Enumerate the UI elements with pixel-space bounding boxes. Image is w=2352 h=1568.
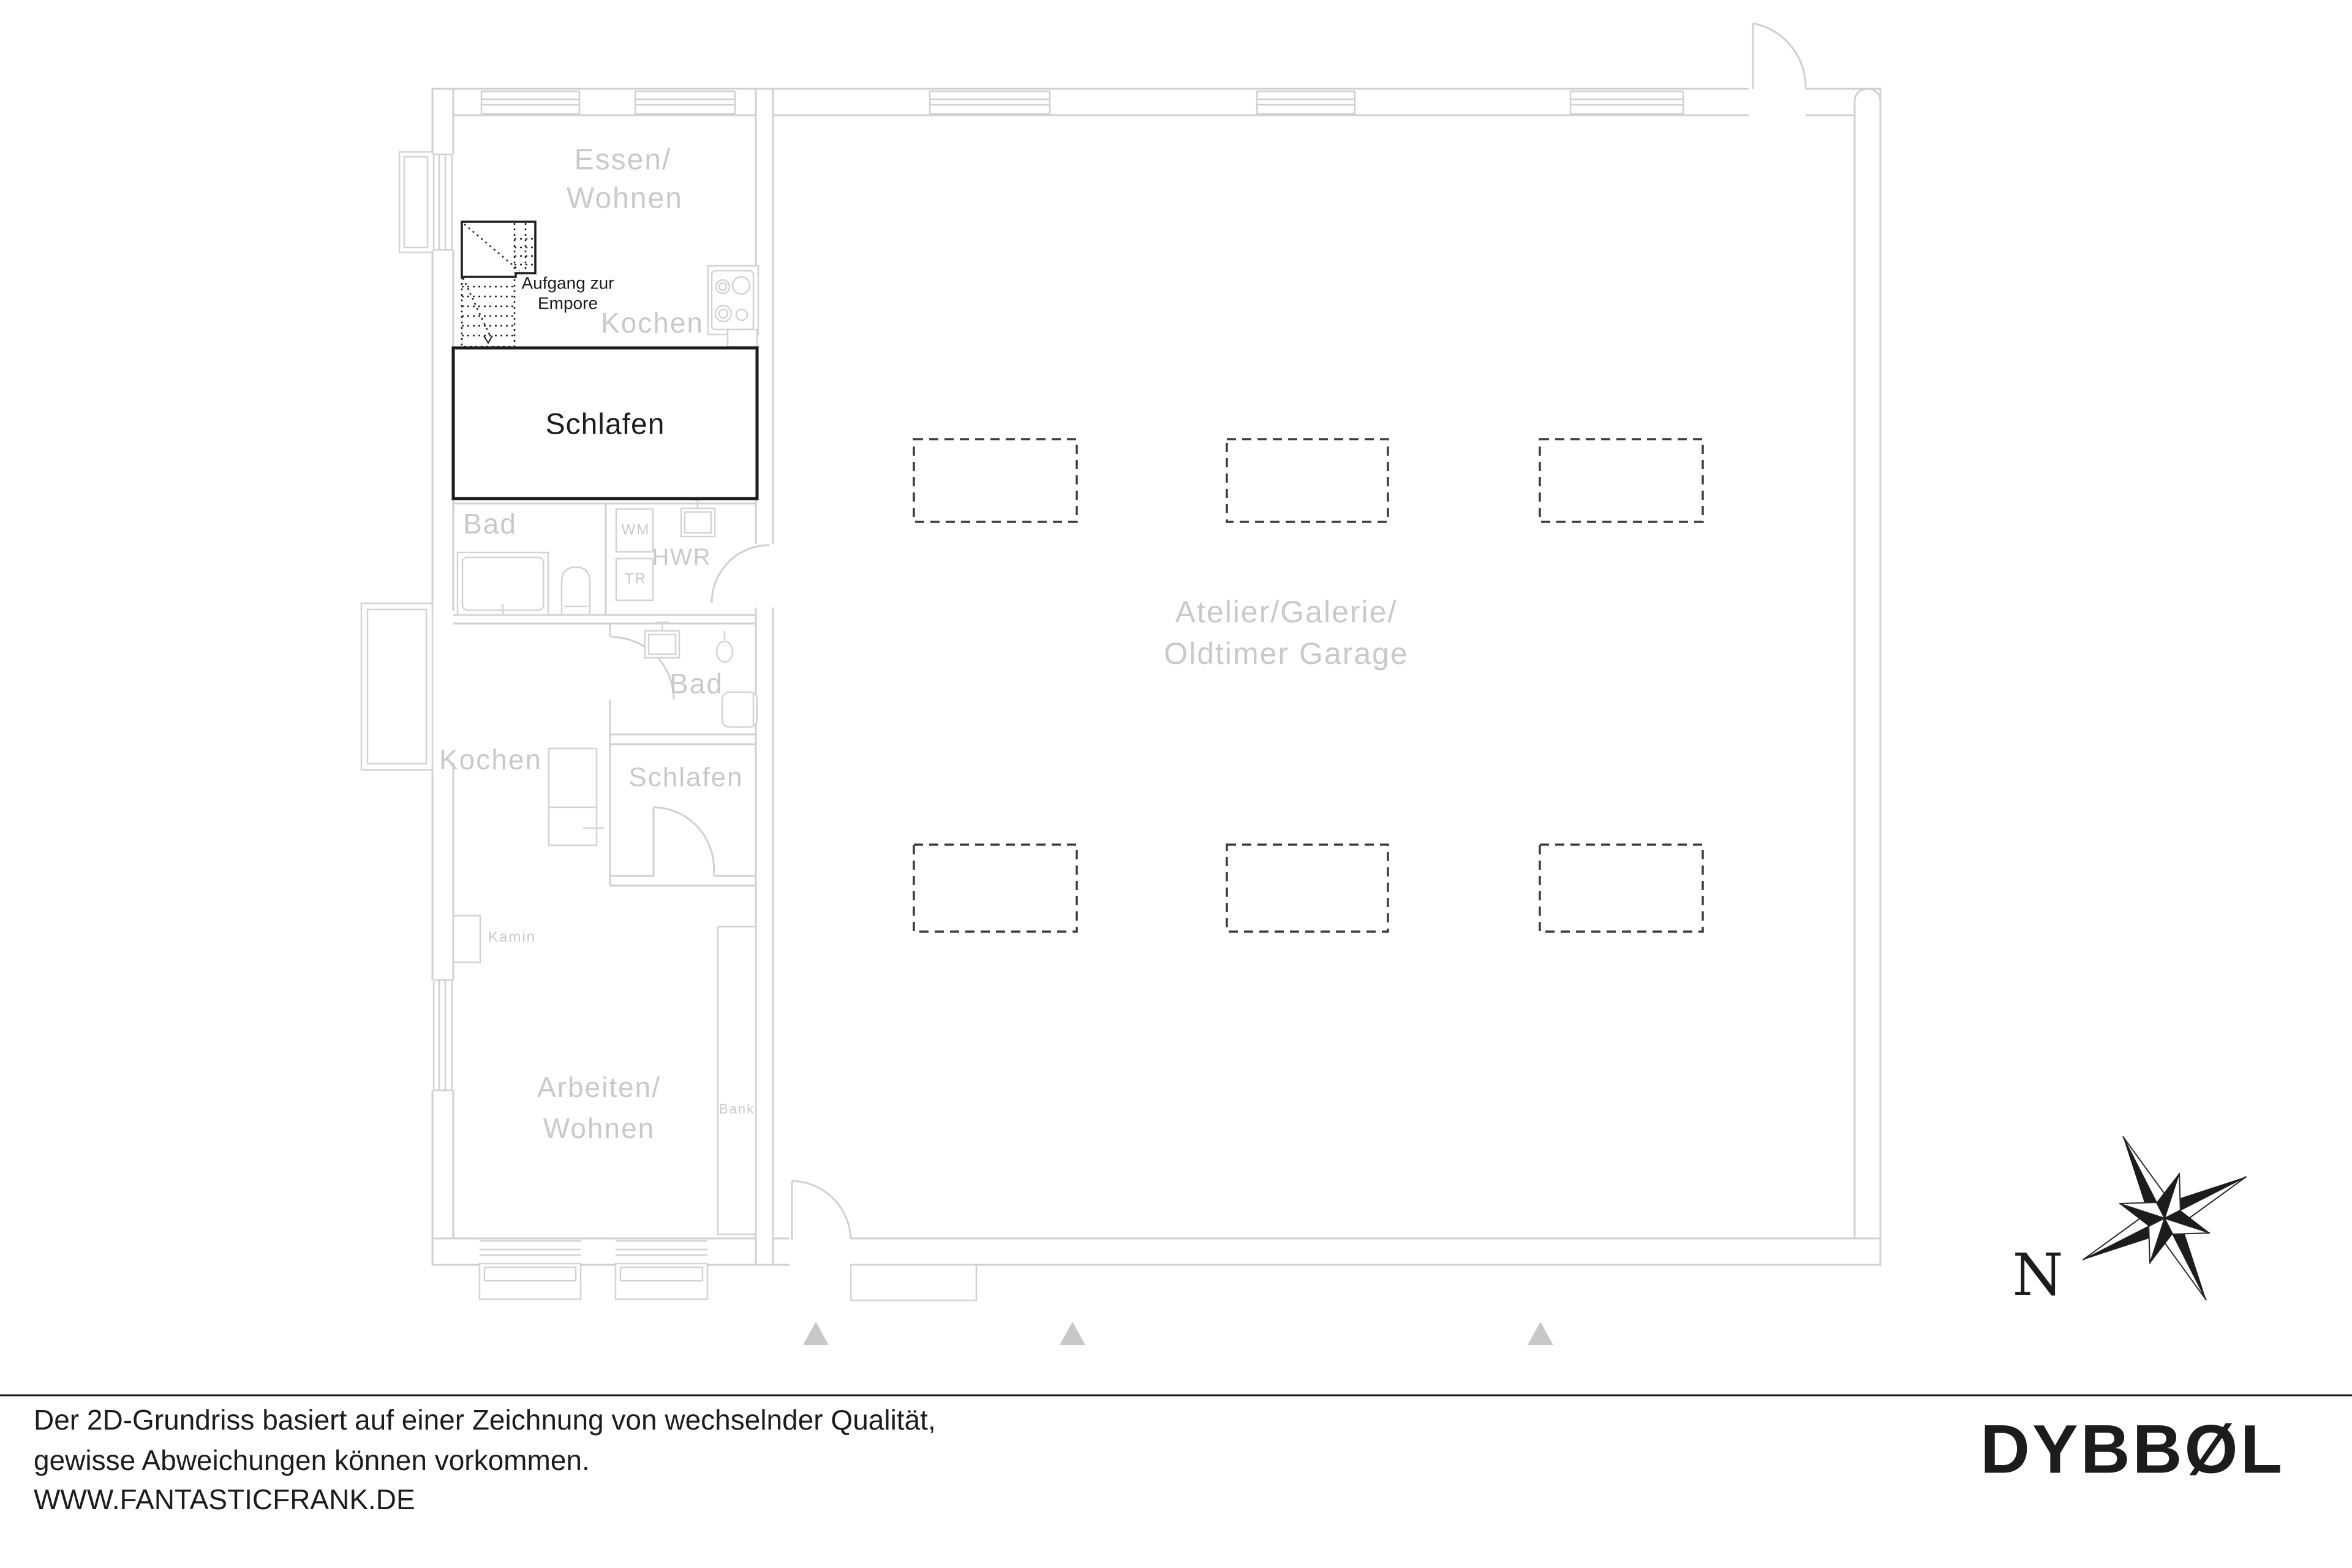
- entrance-step: [850, 1264, 978, 1302]
- room-label-wm: WM: [622, 521, 650, 538]
- room-label-essen-line1: Essen/: [575, 144, 672, 176]
- entrance-triangle-3: [1528, 1322, 1553, 1345]
- hall-right-wall: [1853, 88, 1882, 1266]
- windows-and-doors: [360, 22, 1807, 1302]
- entrance-triangle-2: [1060, 1322, 1085, 1345]
- kitchen-sink-icon: [726, 328, 760, 348]
- room-label-atelier-line2: Oldtimer Garage: [1164, 636, 1409, 671]
- fixtures: [452, 265, 760, 1235]
- bad2-toilet-icon: [715, 631, 734, 663]
- stairs-label-line1: Aufgang zur: [522, 273, 614, 292]
- window-left-1: [431, 153, 454, 251]
- skylight-dashed-outlines: [913, 438, 1704, 933]
- window-top-5: [1569, 90, 1684, 115]
- room-label-kamin: Kamin: [488, 929, 536, 945]
- toilet1-icon: [560, 566, 591, 616]
- room-label-kochen-top: Kochen: [601, 307, 704, 339]
- bad2-sink-icon: [644, 621, 680, 659]
- entrance-triangle-1: [803, 1322, 829, 1345]
- footer: Der 2D-Grundriss basiert auf einer Zeich…: [0, 1394, 2352, 1515]
- schlafen-highlight-box: Schlafen: [451, 346, 759, 500]
- footer-disclaimer-line1: Der 2D-Grundriss basiert auf einer Zeich…: [34, 1404, 936, 1436]
- footer-disclaimer-line2: gewisse Abweichungen können vorkommen.: [34, 1444, 590, 1476]
- washing-machine-box: [615, 508, 654, 553]
- hwr-sink-icon: [680, 499, 716, 538]
- room-label-kochen-entry: Kochen: [439, 744, 542, 775]
- room-label-bad2: Bad: [669, 668, 723, 699]
- hall-top-door: [1749, 22, 1807, 116]
- bad2-shower-icon: [721, 691, 758, 728]
- brand-logo: DYBBØL: [1980, 1411, 2285, 1488]
- hall-bottom-door: [790, 1180, 978, 1302]
- window-top-3: [929, 90, 1051, 115]
- room-label-tr: TR: [625, 570, 647, 587]
- bench-strip: [717, 925, 757, 1235]
- left-wall-projection: [398, 151, 434, 254]
- entry-bay: [360, 602, 456, 771]
- compass-north-label: N: [2012, 1242, 2063, 1309]
- room-labels: Essen/ Wohnen Kochen Bad WM TR HWR Bad S…: [439, 144, 1409, 1144]
- window-bottom-1: [478, 1240, 582, 1300]
- room-label-bank: Bank: [719, 1101, 755, 1117]
- room-label-essen-line2: Wohnen: [567, 183, 683, 215]
- room-label-bad1: Bad: [463, 508, 517, 540]
- room-label-hwr: HWR: [652, 545, 712, 570]
- room-label-schlafen2: Schlafen: [628, 763, 743, 793]
- hall-bottom-wall: [755, 1237, 1882, 1266]
- footer-website-link[interactable]: WWW.FANTASTICFRANK.DE: [34, 1483, 415, 1515]
- hwr-door-opening: [753, 544, 775, 608]
- stairs-label-line2: Empore: [538, 293, 598, 312]
- fireplace-box: [452, 914, 481, 963]
- kitchen-unit-icon: [548, 747, 604, 846]
- bathtub-icon: [456, 551, 549, 616]
- cooktop-icon: [707, 265, 760, 336]
- window-top-2: [634, 90, 736, 115]
- room-label-arbeiten-line2: Wohnen: [543, 1112, 655, 1144]
- window-left-2: [431, 979, 454, 1091]
- entrance-markers: [803, 1322, 1553, 1345]
- window-bottom-2: [614, 1240, 709, 1300]
- room-label-atelier-line1: Atelier/Galerie/: [1175, 595, 1398, 629]
- schlafen2-door-arc: [653, 806, 715, 875]
- schlafen-main-label: Schlafen: [546, 409, 665, 441]
- window-top-1: [480, 90, 581, 115]
- room-label-arbeiten-line1: Arbeiten/: [537, 1071, 661, 1103]
- compass-rose-icon: N: [2012, 1136, 2247, 1309]
- window-top-4: [1256, 90, 1356, 115]
- hwr-door-arc: [710, 544, 770, 603]
- dryer-box: [615, 557, 654, 601]
